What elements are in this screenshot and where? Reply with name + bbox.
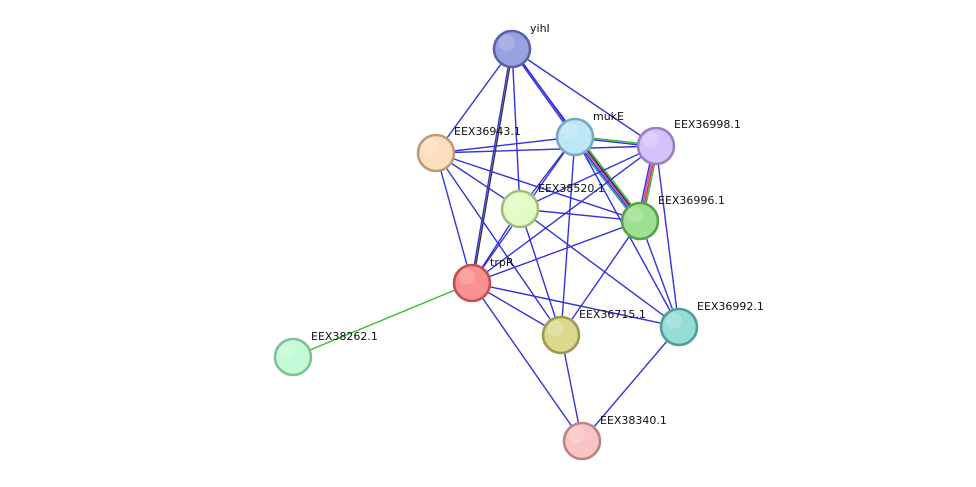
edge-eex36943-1-eex36996-1: [435, 152, 641, 222]
node-eex36996-1[interactable]: EEX36996.1: [620, 194, 725, 241]
edge-muke-eex36715-1: [560, 136, 576, 336]
node-yihi[interactable]: yihI: [492, 22, 550, 69]
node-eex36998-1[interactable]: EEX36998.1: [636, 118, 741, 166]
edge-trpr-eex38340-1: [471, 282, 583, 442]
edge-line: [519, 208, 641, 222]
edge-eex36998-1-trpr: [471, 145, 657, 284]
edge-yihi-trpr: [470, 48, 514, 284]
node-highlight: [498, 34, 515, 51]
node-circle[interactable]: [636, 126, 676, 166]
node-highlight: [626, 206, 643, 223]
edge-line: [471, 282, 680, 328]
edge-line: [471, 145, 657, 284]
node-highlight: [506, 194, 523, 211]
node-eex38520-1[interactable]: EEX38520.1: [500, 182, 605, 229]
node-eex36715-1[interactable]: EEX36715.1: [541, 308, 646, 355]
edge-trpr-eex38262-1: [292, 282, 473, 358]
edge-eex36992-1-eex38340-1: [581, 326, 680, 442]
edge-line: [435, 145, 657, 154]
edge-eex36998-1-eex38520-1: [519, 145, 657, 210]
edge-eex36998-1-eex36943-1: [435, 145, 657, 154]
node-highlight: [422, 138, 439, 155]
edge-muke-eex36943-1: [435, 136, 576, 154]
node-label: EEX38520.1: [538, 182, 605, 195]
edge-eex36943-1-trpr: [435, 152, 473, 284]
edge-eex36996-1-trpr: [471, 220, 641, 284]
node-highlight: [547, 320, 564, 337]
node-label: EEX36943.1: [454, 125, 521, 138]
node-label: trpR: [490, 256, 514, 269]
node-highlight: [642, 131, 659, 148]
edge-line: [472, 49, 514, 284]
edge-line: [560, 136, 576, 336]
node-circle[interactable]: [659, 307, 699, 347]
edge-line: [655, 145, 680, 328]
node-circle[interactable]: [562, 421, 602, 461]
edge-eex38520-1-eex36715-1: [519, 208, 562, 336]
node-label: EEX38262.1: [311, 330, 378, 343]
node-label: EEX38340.1: [600, 414, 667, 427]
edge-line: [470, 48, 512, 283]
nodes-layer: yihI mukE EEX36998.1EEX36943.1EEX38520.1EE…: [273, 22, 764, 461]
edge-line: [519, 145, 657, 210]
node-highlight: [561, 122, 578, 139]
node-highlight: [458, 268, 475, 285]
edge-line: [435, 48, 513, 154]
edge-line: [435, 152, 562, 336]
edge-line: [435, 152, 473, 284]
node-circle[interactable]: [620, 201, 660, 241]
edge-eex36943-1-eex36715-1: [435, 152, 562, 336]
edge-line: [435, 136, 576, 154]
edge-line: [435, 152, 641, 222]
node-label: EEX36715.1: [579, 308, 646, 321]
node-circle[interactable]: [416, 133, 456, 173]
node-label: EEX36998.1: [674, 118, 741, 131]
node-eex36943-1[interactable]: EEX36943.1: [416, 125, 521, 173]
edge-line: [519, 208, 680, 328]
edge-line: [519, 208, 562, 336]
edge-line: [560, 220, 641, 336]
node-circle[interactable]: [492, 29, 532, 69]
node-circle[interactable]: [500, 189, 540, 229]
edge-line: [581, 326, 680, 442]
node-highlight: [568, 426, 585, 443]
node-muke[interactable]: mukE: [555, 110, 624, 157]
edge-trpr-eex36992-1: [471, 282, 680, 328]
node-label: yihI: [530, 22, 550, 35]
edge-line: [511, 48, 657, 147]
edge-eex36998-1-eex36992-1: [655, 145, 680, 328]
edge-line: [471, 282, 583, 442]
node-highlight: [665, 312, 682, 329]
edge-yihi-eex38520-1: [511, 48, 521, 210]
edge-eex38520-1-eex36996-1: [519, 208, 641, 222]
edge-yihi-eex36943-1: [435, 48, 513, 154]
edge-eex36996-1-eex36715-1: [560, 220, 641, 336]
node-eex36992-1[interactable]: EEX36992.1: [659, 300, 764, 347]
edge-eex38520-1-eex36992-1: [519, 208, 680, 328]
node-circle[interactable]: [541, 315, 581, 355]
node-circle[interactable]: [555, 117, 595, 157]
node-highlight: [279, 342, 296, 359]
node-circle[interactable]: [273, 337, 313, 377]
edge-line: [471, 220, 641, 284]
node-label: mukE: [593, 110, 624, 123]
node-trpr[interactable]: trpR: [452, 256, 514, 303]
node-label: EEX36996.1: [658, 194, 725, 207]
node-label: EEX36992.1: [697, 300, 764, 313]
node-circle[interactable]: [452, 263, 492, 303]
edge-line: [511, 48, 521, 210]
edge-yihi-eex36998-1: [511, 48, 657, 147]
node-eex38340-1[interactable]: EEX38340.1: [562, 414, 667, 461]
node-eex38262-1[interactable]: EEX38262.1: [273, 330, 378, 377]
edge-line: [292, 282, 473, 358]
edges-layer: [292, 48, 680, 442]
